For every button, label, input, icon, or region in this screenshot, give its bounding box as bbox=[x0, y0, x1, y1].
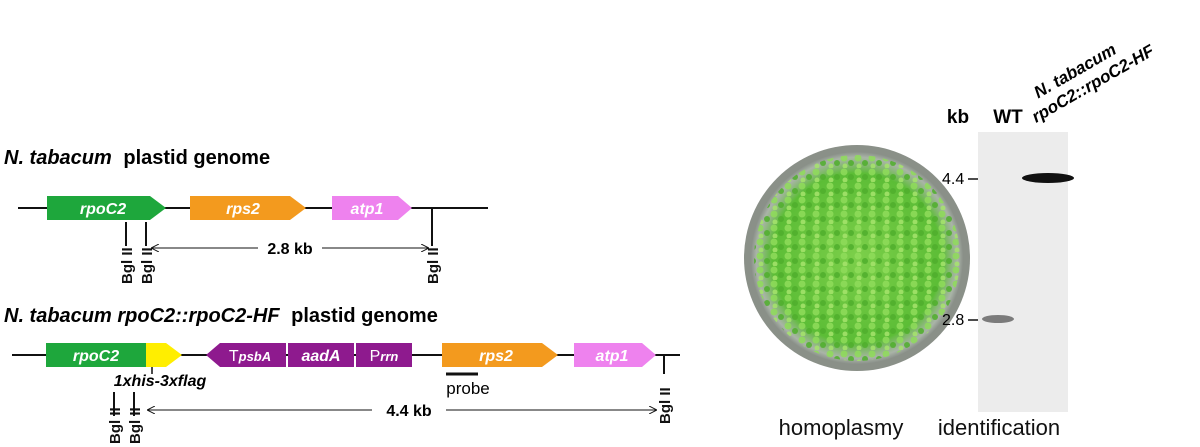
map2-gene-rps2 bbox=[442, 343, 558, 367]
map2-cassette-prrn bbox=[356, 343, 412, 367]
map1-site-label: Bgl II bbox=[139, 247, 156, 284]
map1-site-label: Bgl II bbox=[425, 247, 442, 284]
map2-cassette-prrn-sub: rrn bbox=[380, 349, 398, 364]
map2-title: N. tabacum rpoC2::rpoC2-HF plastid genom… bbox=[4, 305, 438, 327]
map2-gene-rps2-label: rps2 bbox=[479, 348, 513, 365]
blot-kb-label: kb bbox=[947, 107, 969, 128]
map2-cassette-aada-label: aadA bbox=[301, 348, 340, 365]
plate-caption: homoplasmy bbox=[779, 415, 904, 440]
map1-gene-rps2-label: rps2 bbox=[226, 201, 260, 218]
blot-caption: identification bbox=[938, 415, 1060, 440]
map2-cassette-tpsba-label: TpsbA bbox=[229, 348, 271, 365]
map1-gene-rps2 bbox=[190, 196, 306, 220]
map2-gene-rpoc2-label: rpoC2 bbox=[73, 348, 119, 365]
map2-gene-atp1 bbox=[574, 343, 656, 367]
map2-title-rest: plastid genome bbox=[291, 305, 438, 327]
map1-site-label: Bgl II bbox=[119, 247, 136, 284]
plate-seedlings bbox=[754, 155, 960, 361]
map2-cassette-tpsba bbox=[206, 343, 286, 367]
map1-gene-atp1-label: atp1 bbox=[351, 201, 384, 218]
map2-cassette-tpsba-main: T bbox=[229, 348, 239, 365]
map2-cassette-aada bbox=[288, 343, 354, 367]
map1-title-species: N. tabacum bbox=[4, 147, 112, 169]
map-transformed: N. tabacum rpoC2::rpoC2-HF plastid genom… bbox=[4, 305, 680, 444]
map2-tag-label: 1xhis-3xflag bbox=[114, 373, 207, 390]
map2-site-label: Bgl II bbox=[657, 387, 674, 424]
map2-site-label: Bgl II bbox=[127, 407, 144, 444]
map2-distance-label: 4.4 kb bbox=[386, 403, 432, 420]
blot-lane-wt: WT bbox=[993, 107, 1023, 128]
map2-probe-label: probe bbox=[446, 379, 489, 398]
map2-tag bbox=[146, 343, 182, 367]
map2-cassette-tpsba-sub: psbA bbox=[238, 349, 272, 364]
map2-gene-rpoc2 bbox=[46, 343, 146, 367]
map1-distance-label: 2.8 kb bbox=[267, 241, 313, 258]
map-wildtype: N. tabacum plastid genome rpoC2 rps2 atp… bbox=[4, 147, 488, 284]
map1-gene-rpoc2-label: rpoC2 bbox=[80, 201, 126, 218]
map1-gene-atp1 bbox=[332, 196, 412, 220]
map1-title-rest: plastid genome bbox=[123, 147, 270, 169]
map2-site-label: Bgl II bbox=[107, 407, 124, 444]
blot-band-wt bbox=[982, 315, 1014, 323]
map2-title-italic: N. tabacum rpoC2::rpoC2-HF bbox=[4, 305, 280, 327]
map2-cassette-prrn-label: Prrn bbox=[370, 348, 399, 365]
map2-gene-atp1-label: atp1 bbox=[596, 348, 629, 365]
blot-marker-2-8: 2.8 bbox=[942, 312, 964, 329]
southern-blot: kb WT N. tabacum rpoC2::rpoC2-HF 4.4 2.8… bbox=[938, 40, 1158, 440]
blot-lane-transgenic: N. tabacum rpoC2::rpoC2-HF bbox=[1029, 40, 1158, 127]
map2-cassette-prrn-main: P bbox=[370, 348, 381, 365]
blot-band-transgenic bbox=[1022, 173, 1074, 183]
map1-title: N. tabacum plastid genome bbox=[4, 147, 270, 169]
blot-marker-4-4: 4.4 bbox=[942, 171, 964, 188]
plate-photo: homoplasmy bbox=[744, 145, 970, 440]
map1-gene-rpoc2 bbox=[47, 196, 166, 220]
